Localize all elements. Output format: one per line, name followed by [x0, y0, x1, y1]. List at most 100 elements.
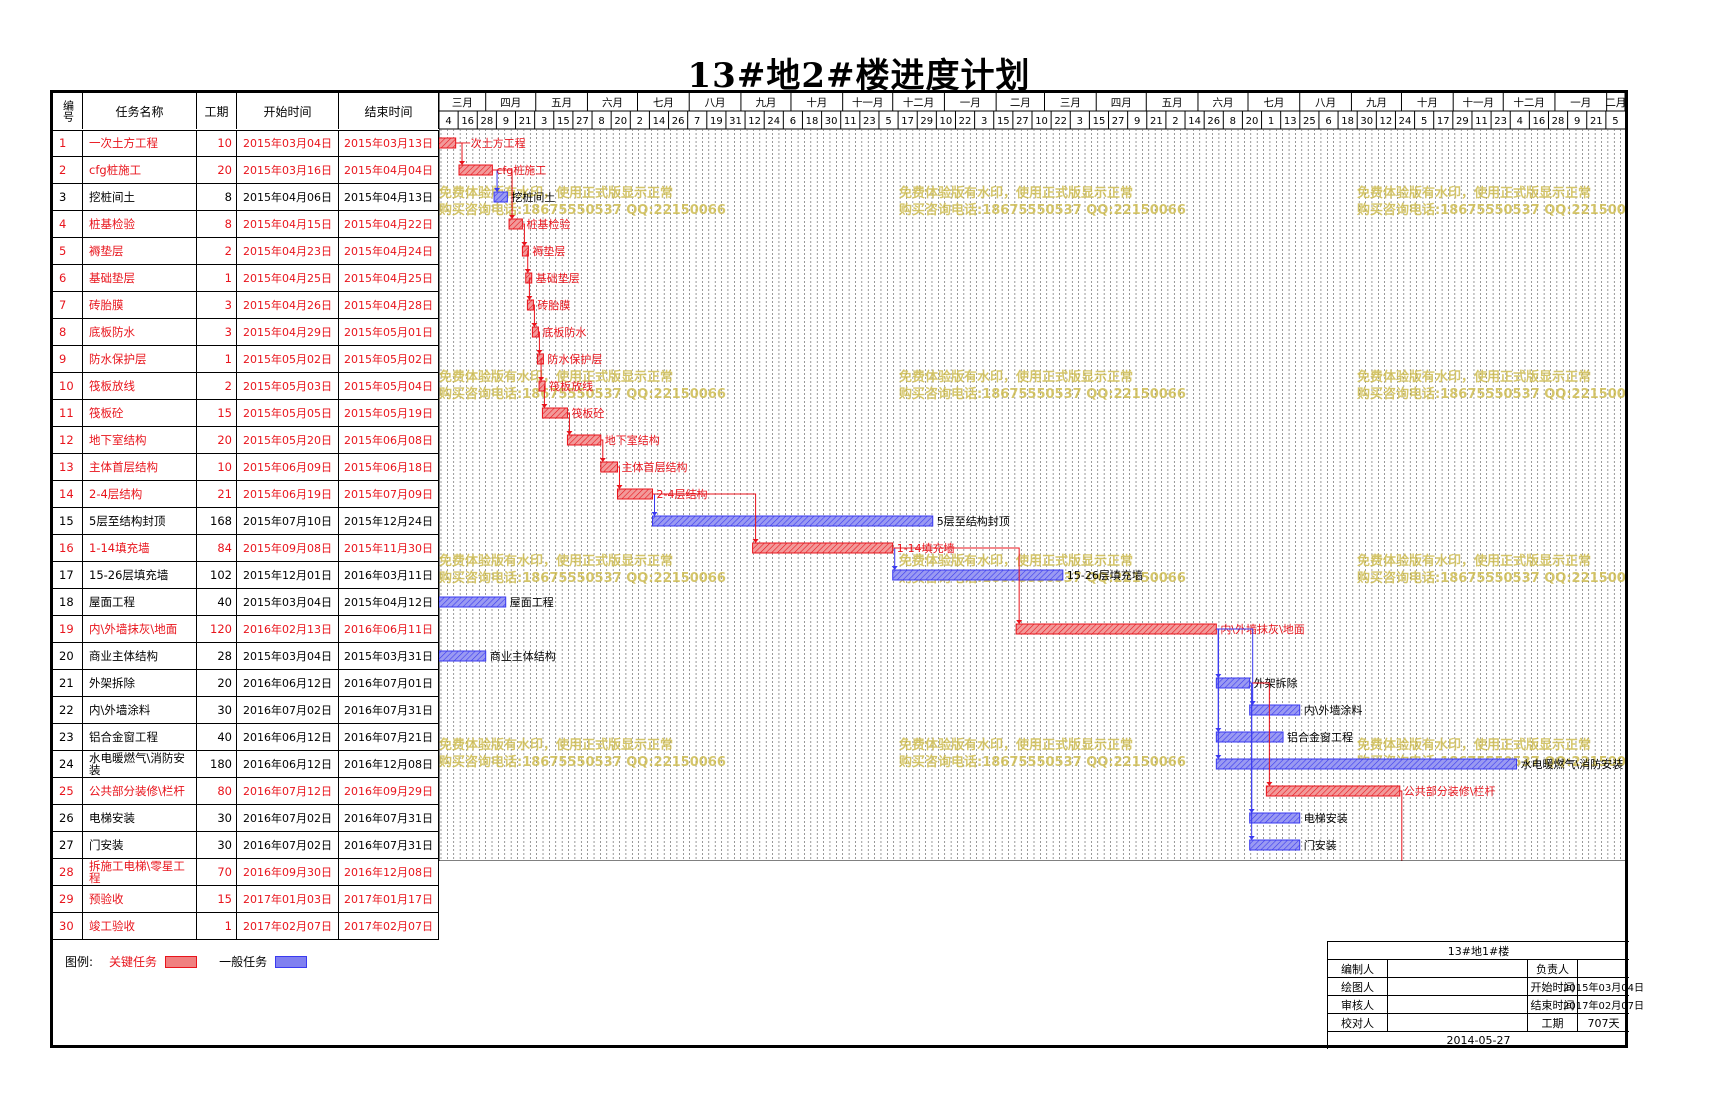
- task-start: 2015年04月25日: [237, 265, 339, 291]
- watermark-line2: 购买咨询电话:18675550537 QQ:22150066: [439, 754, 726, 770]
- gantt-bar: [1215, 731, 1284, 743]
- watermark-line2: 购买咨询电话:18675550537 QQ:22150066: [1357, 386, 1625, 402]
- task-index: 23: [53, 724, 83, 750]
- task-name: 15-26层填充墙: [83, 562, 197, 588]
- gantt-bar-label: 商业主体结构: [490, 649, 556, 663]
- task-duration: 84: [197, 535, 237, 561]
- dependency-line: [522, 223, 525, 245]
- task-start: 2015年06月09日: [237, 454, 339, 480]
- dependency-arrow: [521, 242, 528, 246]
- task-index: 8: [53, 319, 83, 345]
- day-tick-label: 22: [959, 116, 972, 127]
- watermark-line1: 免费体验版有水印，使用正式版显示正常: [439, 369, 673, 385]
- task-index: 16: [53, 535, 83, 561]
- header-start: 开始时间: [237, 93, 339, 129]
- task-duration: 168: [197, 508, 237, 534]
- task-name: 褥垫层: [83, 238, 197, 264]
- gantt-bar: [752, 542, 894, 554]
- gantt-bar: [600, 461, 618, 473]
- day-tick-label: 3: [1077, 116, 1083, 127]
- task-name: 一次土方工程: [83, 130, 197, 156]
- watermark-line1: 免费体验版有水印，使用正式版显示正常: [1357, 369, 1591, 385]
- gantt-bar-label: 地下室结构: [605, 433, 660, 447]
- watermark-line1: 免费体验版有水印，使用正式版显示正常: [1357, 737, 1591, 753]
- month-label: 十一月: [852, 96, 884, 109]
- task-start: 2015年03月16日: [237, 157, 339, 183]
- task-end: 2016年12月08日: [339, 859, 439, 885]
- task-start: 2015年12月01日: [237, 562, 339, 588]
- day-tick-label: 4: [1517, 116, 1523, 127]
- task-name: 门安装: [83, 832, 197, 858]
- dependency-line: [1216, 628, 1219, 758]
- info-row-checker: 校对人 工期 707天: [1328, 1014, 1629, 1032]
- gantt-bar: [566, 434, 602, 446]
- task-name: 砖胎膜: [83, 292, 197, 318]
- task-name: 水电暖燃气\消防安装: [83, 751, 197, 777]
- task-index: 15: [53, 508, 83, 534]
- dependency-arrow: [536, 350, 543, 354]
- task-index: 4: [53, 211, 83, 237]
- legend-normal-swatch: [275, 955, 308, 968]
- task-start: 2015年03月04日: [237, 130, 339, 156]
- task-start: 2016年06月12日: [237, 751, 339, 777]
- task-start: 2016年07月02日: [237, 697, 339, 723]
- day-tick-label: 12: [1380, 116, 1393, 127]
- month-label: 四月: [500, 97, 521, 109]
- task-duration: 21: [197, 481, 237, 507]
- task-end: 2017年02月07日: [339, 913, 439, 939]
- dependency-line: [528, 277, 532, 299]
- task-name: 内\外墙抹灰\地面: [83, 616, 197, 642]
- watermark-line1: 免费体验版有水印，使用正式版显示正常: [1357, 185, 1591, 201]
- gantt-bar-label: 公共部分装修\栏杆: [1404, 784, 1496, 798]
- task-duration: 1: [197, 913, 237, 939]
- gantt-bar: [1249, 704, 1301, 716]
- task-start: 2015年06月19日: [237, 481, 339, 507]
- dependency-line: [1249, 682, 1270, 785]
- page-title: 13#地2#楼进度计划: [687, 56, 1031, 96]
- month-label: 十月: [806, 96, 827, 109]
- day-tick-label: 7: [694, 116, 700, 127]
- dependency-line: [617, 466, 620, 488]
- month-label: 二月: [1010, 97, 1031, 109]
- task-index: 14: [53, 481, 83, 507]
- task-duration: 15: [197, 886, 237, 912]
- gantt-bar: [531, 326, 539, 338]
- info-reviewer: 审核人: [1328, 996, 1388, 1013]
- header-duration: 工期: [197, 93, 237, 129]
- gantt-bar: [892, 569, 1064, 581]
- task-duration: 3: [197, 319, 237, 345]
- gantt-bar: [521, 245, 529, 257]
- day-tick-label: 17: [901, 116, 914, 127]
- dependency-arrow: [566, 431, 573, 435]
- info-start-label: 开始时间: [1528, 978, 1578, 995]
- month-label: 十二月: [903, 96, 935, 109]
- gantt-bar-label: 一次土方工程: [460, 136, 526, 150]
- day-tick-label: 8: [1230, 116, 1236, 127]
- dependency-line: [538, 331, 540, 353]
- task-duration: 20: [197, 670, 237, 696]
- task-index: 25: [53, 778, 83, 804]
- dependency-line: [567, 412, 570, 434]
- day-tick-label: 29: [920, 116, 933, 127]
- task-start: 2015年04月26日: [237, 292, 339, 318]
- gantt-bar-label: 砖胎膜: [537, 298, 570, 312]
- dependency-arrow: [541, 404, 548, 408]
- task-end: 2015年05月04日: [339, 373, 439, 399]
- day-tick-label: 30: [1360, 116, 1373, 127]
- task-duration: 20: [197, 427, 237, 453]
- info-drawer: 绘图人: [1328, 978, 1388, 995]
- table-header: 编号 任务名称 工期 开始时间 结束时间: [53, 93, 439, 131]
- task-start: 2016年07月02日: [237, 805, 339, 831]
- task-name: 拆施工电梯\零星工程: [83, 859, 197, 885]
- task-end: 2015年11月30日: [339, 535, 439, 561]
- day-tick-label: 18: [806, 116, 819, 127]
- gantt-bar: [1249, 812, 1301, 824]
- day-tick-label: 15: [1093, 116, 1106, 127]
